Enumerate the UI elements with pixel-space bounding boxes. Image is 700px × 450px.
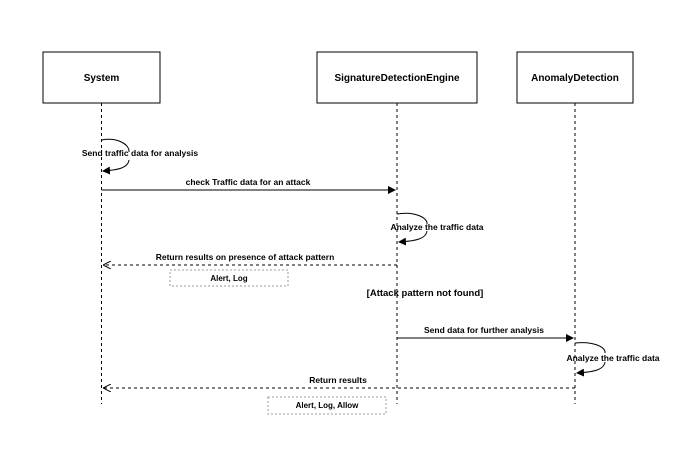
note-alert-log: Alert, Log — [169, 269, 289, 287]
guard-attack-not-found: [Attack pattern not found] — [367, 288, 484, 299]
message-label-return-attack-pattern: Return results on presence of attack pat… — [156, 252, 335, 262]
message-label-analyze-anomaly: Analyze the traffic data — [566, 353, 659, 363]
participant-box-anomaly-detection — [516, 51, 634, 104]
self-call-arrow-signature-engine — [397, 212, 428, 242]
self-call-arrow-system — [102, 138, 130, 171]
message-further-analysis: Send data for further analysis — [397, 325, 574, 342]
message-label-analyze-signature: Analyze the traffic data — [390, 222, 483, 232]
message-label-send-traffic: Send traffic data for analysis — [82, 148, 198, 158]
message-self-signature-engine: Analyze the traffic data — [390, 212, 484, 242]
message-return-results: Return results — [104, 375, 575, 388]
message-self-system: Send traffic data for analysis — [82, 138, 198, 171]
message-label-check-traffic: check Traffic data for an attack — [186, 177, 311, 187]
participant-system: System — [42, 51, 161, 104]
message-label-further-analysis: Send data for further analysis — [424, 325, 544, 335]
participant-label-system: System — [84, 73, 120, 84]
message-self-anomaly-detection: Analyze the traffic data — [566, 342, 660, 373]
message-check-traffic: check Traffic data for an attack — [101, 177, 396, 194]
participant-signature-engine: SignatureDetectionEngine — [316, 51, 478, 104]
note-box-alert-log-allow — [267, 396, 387, 415]
message-return-attack-pattern: Return results on presence of attack pat… — [104, 252, 397, 265]
participant-box-system — [42, 51, 161, 104]
participant-anomaly-detection: AnomalyDetection — [516, 51, 634, 104]
message-label-return-results: Return results — [309, 375, 367, 385]
note-alert-log-allow: Alert, Log, Allow — [267, 396, 387, 415]
note-label-alert-log: Alert, Log — [210, 274, 247, 283]
participant-label-signature-engine: SignatureDetectionEngine — [334, 73, 459, 84]
participant-box-signature-engine — [316, 51, 478, 104]
note-box-alert-log — [169, 269, 289, 287]
participant-label-anomaly-detection: AnomalyDetection — [531, 73, 619, 84]
self-call-arrow-anomaly-detection — [575, 342, 606, 373]
note-label-alert-log-allow: Alert, Log, Allow — [296, 401, 360, 410]
